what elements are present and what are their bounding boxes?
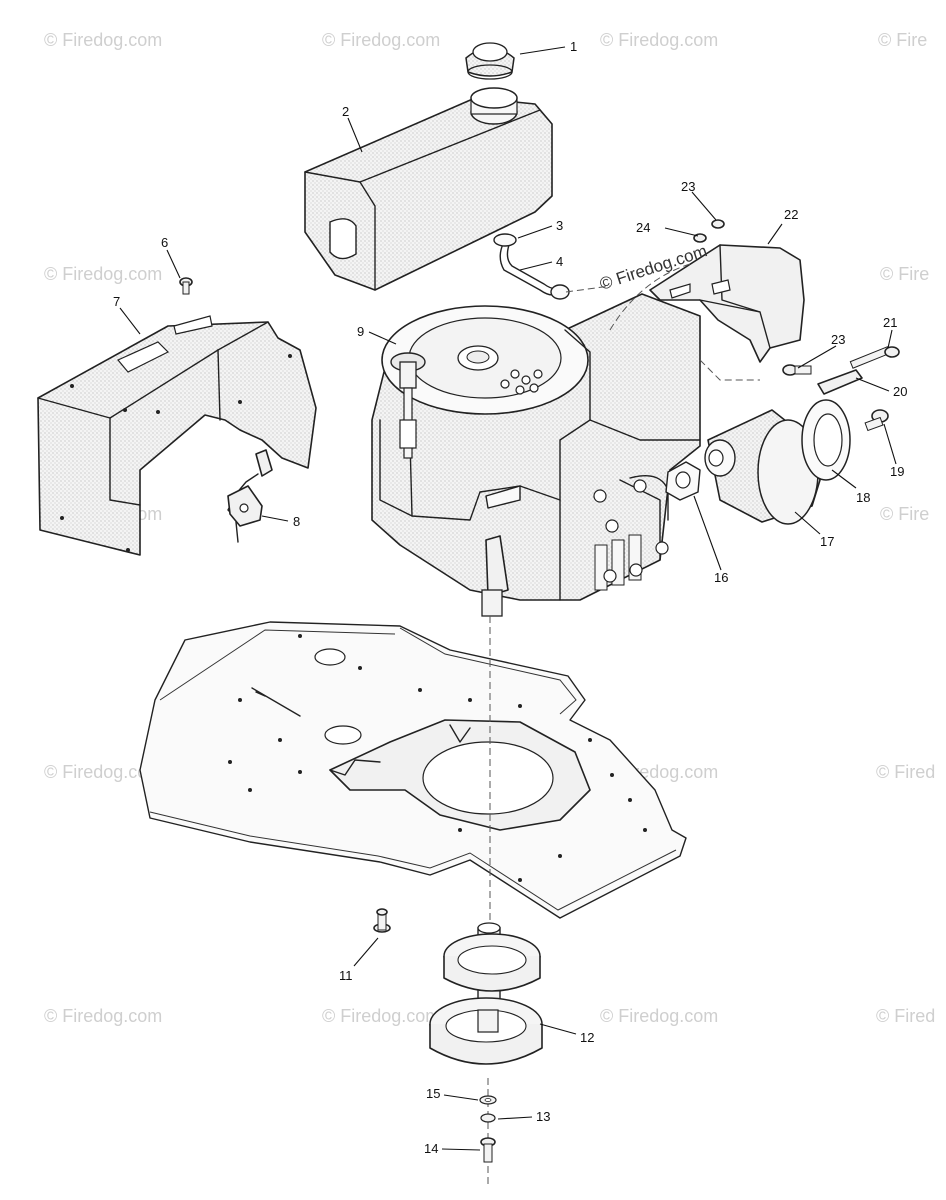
- callout-2: 2: [342, 104, 349, 119]
- watermark-text: © Firedog.com: [600, 1006, 718, 1026]
- callout-13: 13: [536, 1109, 550, 1124]
- exhaust-gasket: [665, 461, 701, 501]
- muffler-bolt-23: [782, 364, 812, 376]
- callout-20: 20: [893, 384, 907, 399]
- callout-17: 17: [820, 534, 834, 549]
- throttle-control: [227, 449, 273, 543]
- callout-23-bottom: 23: [831, 332, 845, 347]
- watermark-text: © Firedog.com: [44, 1006, 162, 1026]
- muffler-bolt-19: [864, 409, 889, 432]
- pulley-bolt-14: [480, 1137, 496, 1163]
- watermark-text: © Firedog.com: [44, 30, 162, 50]
- callout-19: 19: [890, 464, 904, 479]
- side-panel: [37, 315, 317, 556]
- engine-pulley: [429, 922, 543, 1185]
- callout-12: 12: [580, 1030, 594, 1045]
- lock-washer-13: [480, 1113, 496, 1123]
- callout-numbers: 1 2 3 4 6 7 8 9 11 12 13 14 15 16 17 18 …: [113, 39, 907, 1156]
- callout-18: 18: [856, 490, 870, 505]
- callout-8: 8: [293, 514, 300, 529]
- watermark-text: © Fire: [880, 264, 929, 284]
- washer-15: [479, 1095, 497, 1105]
- callout-22: 22: [784, 207, 798, 222]
- callout-23-top: 23: [681, 179, 695, 194]
- watermark-text: © Firedog.com: [44, 264, 162, 284]
- deck-screw: [373, 908, 391, 933]
- exhaust-deflector-20: [817, 369, 863, 395]
- callout-3: 3: [556, 218, 563, 233]
- side-panel-screw: [179, 277, 193, 295]
- watermark-text: © Firedog.com: [44, 762, 162, 782]
- leader-lines: [119, 46, 897, 1151]
- engine: [371, 293, 701, 940]
- callout-1: 1: [570, 39, 577, 54]
- shield-screw-a: [693, 219, 725, 243]
- callout-6: 6: [161, 235, 168, 250]
- watermark-text: © Fire: [878, 30, 927, 50]
- callout-21: 21: [883, 315, 897, 330]
- fuel-cap: [465, 42, 515, 80]
- heat-shield: [609, 244, 805, 381]
- watermark-text: © Fired: [876, 1006, 935, 1026]
- deck-plate: [139, 621, 687, 919]
- callout-9: 9: [357, 324, 364, 339]
- muffler-heat-ring: [801, 399, 851, 481]
- fuel-tank: [304, 87, 553, 291]
- callout-4: 4: [556, 254, 563, 269]
- callout-11: 11: [339, 968, 353, 983]
- watermark-text: © Firedog.com: [600, 30, 718, 50]
- callout-7: 7: [113, 294, 120, 309]
- muffler: [704, 409, 821, 525]
- watermark-text: © Fire: [880, 504, 929, 524]
- callout-15: 15: [426, 1086, 440, 1101]
- callout-24: 24: [636, 220, 650, 235]
- muffler-bolt-21: [849, 346, 900, 369]
- fuel-line-hose: [493, 233, 611, 300]
- watermark-text: © Firedog.com: [322, 30, 440, 50]
- watermark-text: © Firedog.com: [322, 1006, 440, 1026]
- callout-16: 16: [714, 570, 728, 585]
- callout-14: 14: [424, 1141, 438, 1156]
- watermark-text: © Fired: [876, 762, 935, 782]
